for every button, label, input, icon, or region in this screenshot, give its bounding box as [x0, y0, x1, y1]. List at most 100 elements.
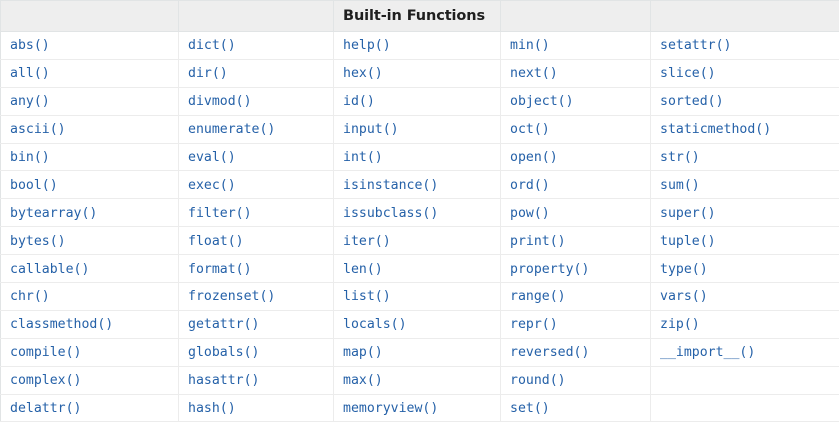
- builtin-function-link[interactable]: sorted(): [660, 95, 724, 108]
- builtin-function-link[interactable]: reversed(): [510, 346, 589, 359]
- table-cell[interactable]: bool(): [1, 171, 179, 199]
- table-cell[interactable]: compile(): [1, 338, 179, 366]
- table-cell[interactable]: classmethod(): [1, 310, 179, 338]
- builtin-function-link[interactable]: hasattr(): [188, 374, 259, 387]
- builtin-function-link[interactable]: chr(): [10, 290, 50, 303]
- table-cell[interactable]: open(): [501, 143, 651, 171]
- builtin-function-link[interactable]: str(): [660, 151, 700, 164]
- table-cell[interactable]: bin(): [1, 143, 179, 171]
- table-cell[interactable]: iter(): [334, 227, 501, 255]
- builtin-function-link[interactable]: range(): [510, 290, 566, 303]
- builtin-function-link[interactable]: setattr(): [660, 39, 731, 52]
- builtin-function-link[interactable]: pow(): [510, 207, 550, 220]
- table-cell[interactable]: __import__(): [651, 338, 839, 366]
- table-cell[interactable]: locals(): [334, 310, 501, 338]
- builtin-function-link[interactable]: issubclass(): [343, 207, 438, 220]
- builtin-function-link[interactable]: all(): [10, 67, 50, 80]
- table-cell[interactable]: reversed(): [501, 338, 651, 366]
- table-cell[interactable]: isinstance(): [334, 171, 501, 199]
- table-cell[interactable]: exec(): [179, 171, 334, 199]
- table-cell[interactable]: super(): [651, 199, 839, 227]
- table-cell[interactable]: complex(): [1, 366, 179, 394]
- builtin-function-link[interactable]: tuple(): [660, 235, 716, 248]
- table-cell[interactable]: print(): [501, 227, 651, 255]
- table-cell[interactable]: help(): [334, 32, 501, 60]
- builtin-function-link[interactable]: open(): [510, 151, 558, 164]
- table-cell[interactable]: tuple(): [651, 227, 839, 255]
- table-cell[interactable]: issubclass(): [334, 199, 501, 227]
- builtin-function-link[interactable]: next(): [510, 67, 558, 80]
- table-cell[interactable]: repr(): [501, 310, 651, 338]
- table-cell[interactable]: sorted(): [651, 87, 839, 115]
- builtin-function-link[interactable]: list(): [343, 290, 391, 303]
- table-cell[interactable]: max(): [334, 366, 501, 394]
- builtin-function-link[interactable]: ord(): [510, 179, 550, 192]
- builtin-function-link[interactable]: locals(): [343, 318, 407, 331]
- table-cell[interactable]: bytearray(): [1, 199, 179, 227]
- builtin-function-link[interactable]: frozenset(): [188, 290, 275, 303]
- table-cell[interactable]: delattr(): [1, 394, 179, 422]
- builtin-function-link[interactable]: int(): [343, 151, 383, 164]
- table-cell[interactable]: ascii(): [1, 115, 179, 143]
- builtin-function-link[interactable]: set(): [510, 402, 550, 415]
- table-cell[interactable]: min(): [501, 32, 651, 60]
- builtin-function-link[interactable]: map(): [343, 346, 383, 359]
- table-cell[interactable]: type(): [651, 255, 839, 283]
- builtin-function-link[interactable]: compile(): [10, 346, 81, 359]
- table-cell[interactable]: callable(): [1, 255, 179, 283]
- table-cell[interactable]: int(): [334, 143, 501, 171]
- builtin-function-link[interactable]: format(): [188, 263, 252, 276]
- builtin-function-link[interactable]: hash(): [188, 402, 236, 415]
- table-cell[interactable]: abs(): [1, 32, 179, 60]
- table-cell[interactable]: filter(): [179, 199, 334, 227]
- table-cell[interactable]: set(): [501, 394, 651, 422]
- builtin-function-link[interactable]: divmod(): [188, 95, 252, 108]
- table-cell[interactable]: property(): [501, 255, 651, 283]
- table-cell[interactable]: frozenset(): [179, 283, 334, 311]
- builtin-function-link[interactable]: print(): [510, 235, 566, 248]
- builtin-function-link[interactable]: bool(): [10, 179, 58, 192]
- builtin-function-link[interactable]: repr(): [510, 318, 558, 331]
- table-cell[interactable]: all(): [1, 59, 179, 87]
- table-cell[interactable]: oct(): [501, 115, 651, 143]
- table-cell[interactable]: vars(): [651, 283, 839, 311]
- table-cell[interactable]: eval(): [179, 143, 334, 171]
- builtin-function-link[interactable]: __import__(): [660, 346, 755, 359]
- table-cell[interactable]: any(): [1, 87, 179, 115]
- builtin-function-link[interactable]: help(): [343, 39, 391, 52]
- builtin-function-link[interactable]: filter(): [188, 207, 252, 220]
- table-cell[interactable]: list(): [334, 283, 501, 311]
- table-cell[interactable]: enumerate(): [179, 115, 334, 143]
- builtin-function-link[interactable]: oct(): [510, 123, 550, 136]
- table-cell[interactable]: sum(): [651, 171, 839, 199]
- table-cell[interactable]: input(): [334, 115, 501, 143]
- table-cell[interactable]: next(): [501, 59, 651, 87]
- table-cell[interactable]: divmod(): [179, 87, 334, 115]
- builtin-function-link[interactable]: slice(): [660, 67, 716, 80]
- builtin-function-link[interactable]: callable(): [10, 263, 89, 276]
- builtin-function-link[interactable]: isinstance(): [343, 179, 438, 192]
- builtin-function-link[interactable]: dict(): [188, 39, 236, 52]
- builtin-function-link[interactable]: exec(): [188, 179, 236, 192]
- builtin-function-link[interactable]: eval(): [188, 151, 236, 164]
- builtin-function-link[interactable]: bin(): [10, 151, 50, 164]
- builtin-function-link[interactable]: getattr(): [188, 318, 259, 331]
- builtin-function-link[interactable]: enumerate(): [188, 123, 275, 136]
- builtin-function-link[interactable]: min(): [510, 39, 550, 52]
- builtin-function-link[interactable]: property(): [510, 263, 589, 276]
- builtin-function-link[interactable]: super(): [660, 207, 716, 220]
- table-cell[interactable]: map(): [334, 338, 501, 366]
- table-cell[interactable]: len(): [334, 255, 501, 283]
- builtin-function-link[interactable]: id(): [343, 95, 375, 108]
- builtin-function-link[interactable]: iter(): [343, 235, 391, 248]
- table-cell[interactable]: format(): [179, 255, 334, 283]
- builtin-function-link[interactable]: hex(): [343, 67, 383, 80]
- builtin-function-link[interactable]: abs(): [10, 39, 50, 52]
- table-cell[interactable]: slice(): [651, 59, 839, 87]
- table-cell[interactable]: hash(): [179, 394, 334, 422]
- builtin-function-link[interactable]: complex(): [10, 374, 81, 387]
- table-cell[interactable]: getattr(): [179, 310, 334, 338]
- builtin-function-link[interactable]: memoryview(): [343, 402, 438, 415]
- table-cell[interactable]: id(): [334, 87, 501, 115]
- table-cell[interactable]: object(): [501, 87, 651, 115]
